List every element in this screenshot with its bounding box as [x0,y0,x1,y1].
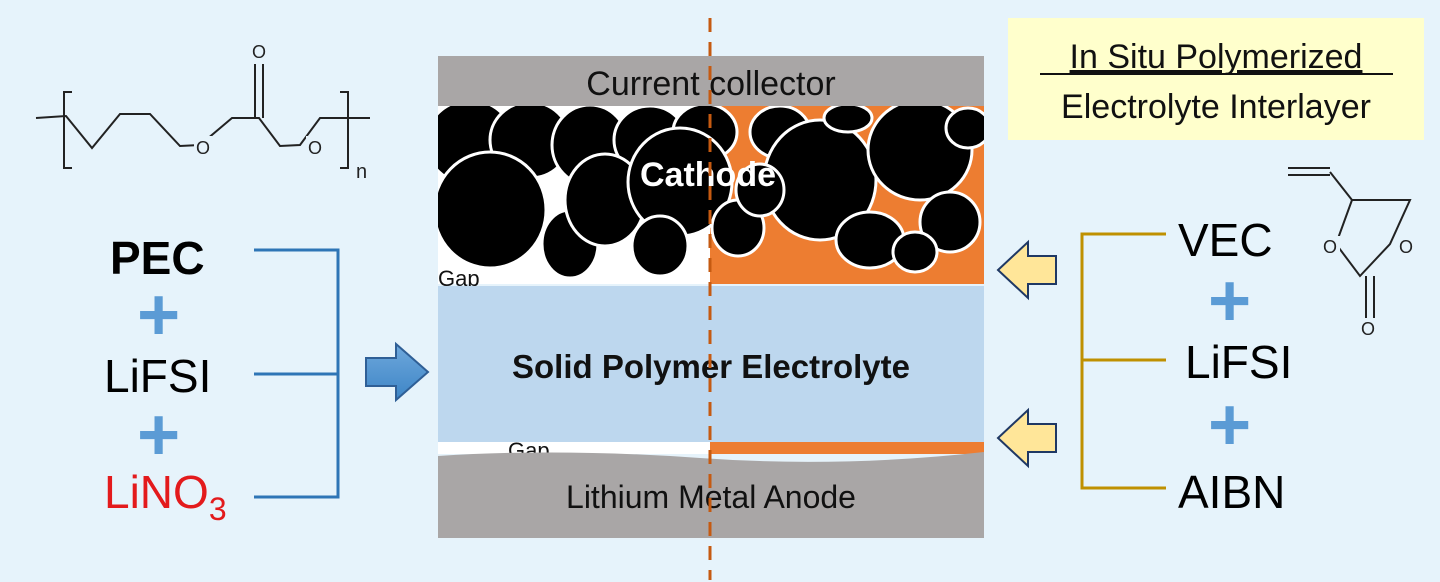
o-label-bg-3 [250,40,268,60]
particle [438,150,548,270]
oxygen-label-1: O [196,138,210,158]
pec-label: PEC [110,232,205,284]
bottom-interlayer-fill [710,442,984,454]
vec-oxygen-3: O [1361,319,1375,339]
plus-sign-4: + [1208,383,1251,466]
pec-atom-labels: O O O n [194,40,367,183]
vec-oxygen-2: O [1399,237,1413,257]
right-repeat-bracket [340,91,349,169]
title-line-2: Electrolyte Interlayer [1061,88,1371,126]
right-arrow-top [996,239,1057,301]
plus-sign-2: + [137,393,180,476]
plus-sign-3: + [1208,259,1251,342]
plus-sign-1: + [137,273,180,356]
oxygen-label-2: O [308,138,322,158]
lino3-main: LiNO [104,466,209,518]
particle [891,230,939,274]
title-box-bg [1008,18,1424,140]
vec-o-bg-3 [1360,318,1378,338]
particle [944,106,984,150]
lino3-subscript: 3 [209,491,227,527]
cathode-label: Cathode [640,156,776,194]
particle [630,214,690,278]
vinyl-bond [1329,171,1353,201]
oxygen-label-3: O [252,42,266,62]
lino3-label: LiNO3 [104,466,227,527]
gap-bottom-region [438,442,710,454]
left-bracket [254,248,340,499]
battery-cell: Current collector Cathod [438,18,984,580]
left-arrow [365,341,430,403]
lifsi-label-right: LiFSI [1185,336,1292,388]
vec-structure [1288,167,1412,320]
aibn-label: AIBN [1178,466,1285,518]
left-components: PEC + LiFSI + LiNO3 [104,232,227,527]
title-box: In Situ Polymerized Electrolyte Interlay… [1008,18,1424,140]
pec-backbone [35,113,370,150]
vec-label: VEC [1178,214,1273,266]
repeat-subscript: n [356,161,367,183]
particle [918,190,982,254]
anode-layer [438,452,984,538]
cathode-particles [438,106,984,280]
right-arrow-bottom [996,407,1057,469]
vec-atom-labels: O O O [1322,236,1416,339]
lifsi-label-left: LiFSI [104,350,211,402]
vec-o-bg-2 [1398,236,1416,256]
pec-structure [35,64,370,169]
o-label-bg-2 [306,136,324,156]
left-repeat-bracket [63,91,72,169]
vec-o-bg-1 [1322,236,1340,256]
title-line-1: In Situ Polymerized [1070,38,1363,76]
right-components: VEC + LiFSI + AIBN [1178,214,1292,518]
vec-oxygen-1: O [1323,237,1337,257]
particle [734,162,786,218]
o-label-bg-1 [194,136,212,156]
right-bracket [1080,232,1166,490]
particle [822,106,874,134]
